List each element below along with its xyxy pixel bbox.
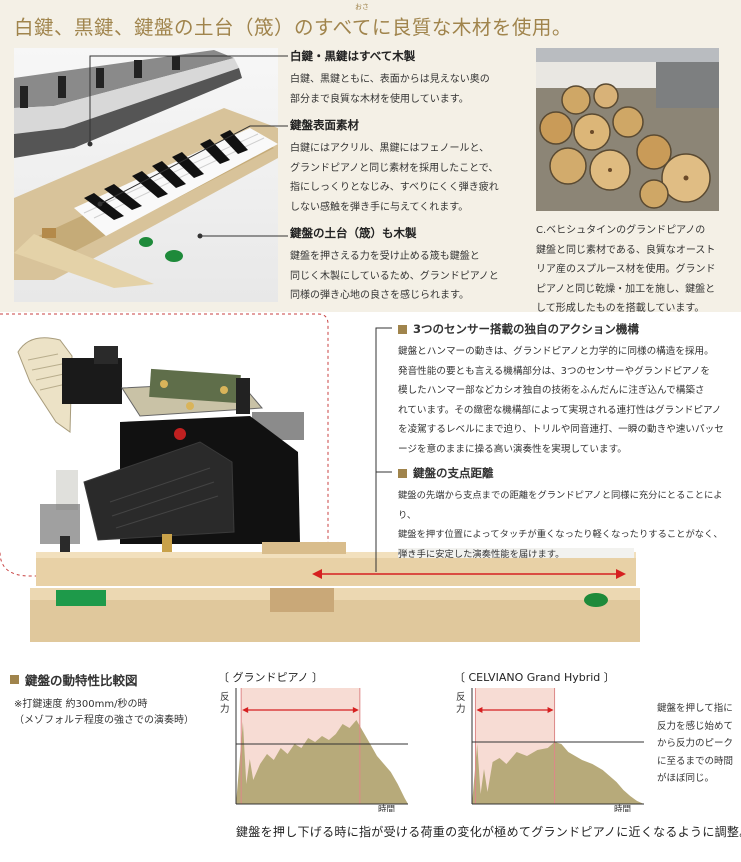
bullet-square-icon (10, 675, 19, 684)
reaction-force-area (236, 720, 408, 804)
text-line: から反力のピーク (657, 738, 734, 749)
text-line: 反力を感じ始めて (657, 720, 734, 732)
text-line: （メゾフォルテ程度の強さでの演奏時） (14, 715, 194, 726)
bullet-square-icon (398, 468, 407, 478)
x-axis-label: 時間 (614, 805, 631, 812)
feature-fulcrum: 鍵盤の支点距離 鍵盤の先端から支点までの距離をグランドピアノと同様に充分にとるこ… (398, 465, 740, 564)
text-line: 部分まで良質な木材を使用しています。 (290, 93, 469, 105)
text-line: C.ベヒシュタインのグランドピアノの (536, 225, 706, 236)
comparison-section: 鍵盤の動特性比較図 ※打鍵速度 約300mm/秒の時 （メゾフォルテ程度の強さで… (10, 670, 194, 729)
headline-ruby: おさ (355, 3, 369, 11)
reaction-force-area (472, 742, 644, 804)
section-body: 鍵盤を押さえる力を受け止める筬も鍵盤と 同じく木製にしているため、グランドピアノ… (290, 247, 530, 306)
y-axis-label: 反 (220, 692, 230, 703)
y-axis-label-2: 力 (220, 703, 230, 715)
arrow-head-right (352, 707, 359, 713)
chart-title-celviano: 〔 CELVIANO Grand Hybrid 〕 (454, 671, 615, 684)
text-line: に至るまでの時間 (657, 755, 734, 767)
chart-title-grand: 〔 グランドピアノ 〕 (218, 671, 324, 684)
text-line: ※打鍵速度 約300mm/秒の時 (14, 699, 148, 710)
y-axis-label-2: 力 (456, 703, 466, 715)
page-headline: 白鍵、黒鍵、鍵盤の土台（筬）のすべてに良質な木材を使用。 (14, 16, 572, 39)
text-line: ピアノと同じ乾燥・加工を施し、鍵盤と (536, 283, 716, 295)
bullet-square-icon (398, 324, 407, 334)
text-line: 発音性能の要とも言える機構部分は、3つのセンサーやグランドピアノを (398, 365, 710, 377)
text-line: 鍵盤を押す位置によってタッチが重くなったり軽くなったりすることがなく、 (398, 529, 723, 540)
comparison-note: ※打鍵速度 約300mm/秒の時 （メゾフォルテ程度の強さでの演奏時） (14, 697, 194, 729)
text-line: 鍵盤の先端から支点までの距離をグランドピアノと同様に充分にとることにより、 (398, 490, 723, 521)
comparison-side-note: 鍵盤を押して指に 反力を感じ始めて から反力のピーク に至るまでの時間 がほぼ同… (657, 700, 741, 788)
text-line: 弾き手に安定した演奏性能を届けます。 (398, 548, 565, 560)
text-line: 同じく木製にしているため、グランドピアノと (290, 270, 499, 282)
text-line: グランドピアノと同じ素材を採用したことで、 (290, 162, 499, 174)
text-line: がほぼ同じ。 (657, 773, 715, 784)
comparison-title: 鍵盤の動特性比較図 (10, 670, 194, 689)
x-axis-label: 時間 (378, 805, 395, 812)
keys-section: 白鍵・黒鍵はすべて木製 白鍵、黒鍵ともに、表面からは見えない奥の 部分まで良質な… (290, 48, 530, 306)
text-line: 鍵盤と同じ素材である、良質なオースト (536, 244, 716, 256)
y-axis-label: 反 (456, 692, 466, 703)
feature-action: 3つのセンサー搭載の独自のアクション機構 鍵盤とハンマーの動きは、グランドピアノ… (398, 321, 740, 459)
text-line: 模したハンマー部などカシオ独自の技術をふんだんに注ぎ込んで構築さ (398, 385, 705, 396)
keyboard-photo (14, 48, 278, 302)
text-line: 鍵盤とハンマーの動きは、グランドピアノと力学的に同様の構造を採用。 (398, 346, 714, 357)
section-title: 鍵盤表面素材 (290, 118, 359, 132)
comparison-title-text: 鍵盤の動特性比較図 (25, 673, 138, 688)
feature-title-text: 鍵盤の支点距離 (413, 466, 494, 480)
text-line: して形成したものを搭載しています。 (536, 303, 705, 314)
arrow-head-left (476, 707, 483, 713)
text-line: れています。その緻密な機構部によって実現される連打性はグランドピアノ (398, 404, 722, 416)
arrow-head-left (242, 707, 249, 713)
text-line: を凌駕するレベルにまで迫り、トリルや同音連打、一瞬の動きや速いパッセ (398, 424, 724, 435)
photo-callout-lines (87, 55, 288, 239)
text-line: ージを意のままに操る高い演奏性を実現しています。 (398, 443, 627, 455)
text-line: 白鍵、黒鍵ともに、表面からは見えない奥の (290, 74, 490, 85)
text-line: 白鍵にはアクリル、黒鍵にはフェノールと、 (290, 143, 490, 154)
feature-body: 鍵盤とハンマーの動きは、グランドピアノと力学的に同様の構造を採用。 発音性能の要… (398, 342, 740, 459)
feature-body: 鍵盤の先端から支点までの距離をグランドピアノと同様に充分にとることにより、 鍵盤… (398, 486, 740, 564)
text-line: 指にしっくりとなじみ、すべりにくく弾き疲れ (290, 182, 499, 193)
spruce-logs-photo (536, 48, 719, 211)
wood-caption: C.ベヒシュタインのグランドピアノの 鍵盤と同じ素材である、良質なオースト リア… (536, 221, 726, 319)
section-title: 白鍵・黒鍵はすべて木製 (290, 49, 416, 63)
text-line: しない感触を弾き手に与えてくれます。 (290, 201, 469, 213)
feature-title-text: 3つのセンサー搭載の独自のアクション機構 (413, 322, 639, 336)
action-mechanism-illustration (0, 313, 640, 642)
arrow-head-right (547, 707, 554, 713)
section-title: 鍵盤の土台（筬）も木製 (290, 226, 417, 240)
feature-title: 3つのセンサー搭載の独自のアクション機構 (398, 321, 740, 337)
text-line: 鍵盤を押して指に (657, 703, 733, 714)
comparison-footer: 鍵盤を押し下げる時に指が受ける荷重の変化が極めてグランドピアノに近くなるように調… (236, 825, 741, 839)
text-line: リア産のスプルース材を使用。グランド (536, 264, 716, 275)
text-line: 同様の弾き心地の良さを感じられます。 (290, 290, 469, 301)
feature-title: 鍵盤の支点距離 (398, 465, 740, 481)
section-body: 白鍵にはアクリル、黒鍵にはフェノールと、 グランドピアノと同じ素材を採用したこと… (290, 139, 530, 217)
text-line: 鍵盤を押さえる力を受け止める筬も鍵盤と (290, 251, 480, 262)
section-body: 白鍵、黒鍵ともに、表面からは見えない奥の 部分まで良質な木材を使用しています。 (290, 70, 530, 109)
